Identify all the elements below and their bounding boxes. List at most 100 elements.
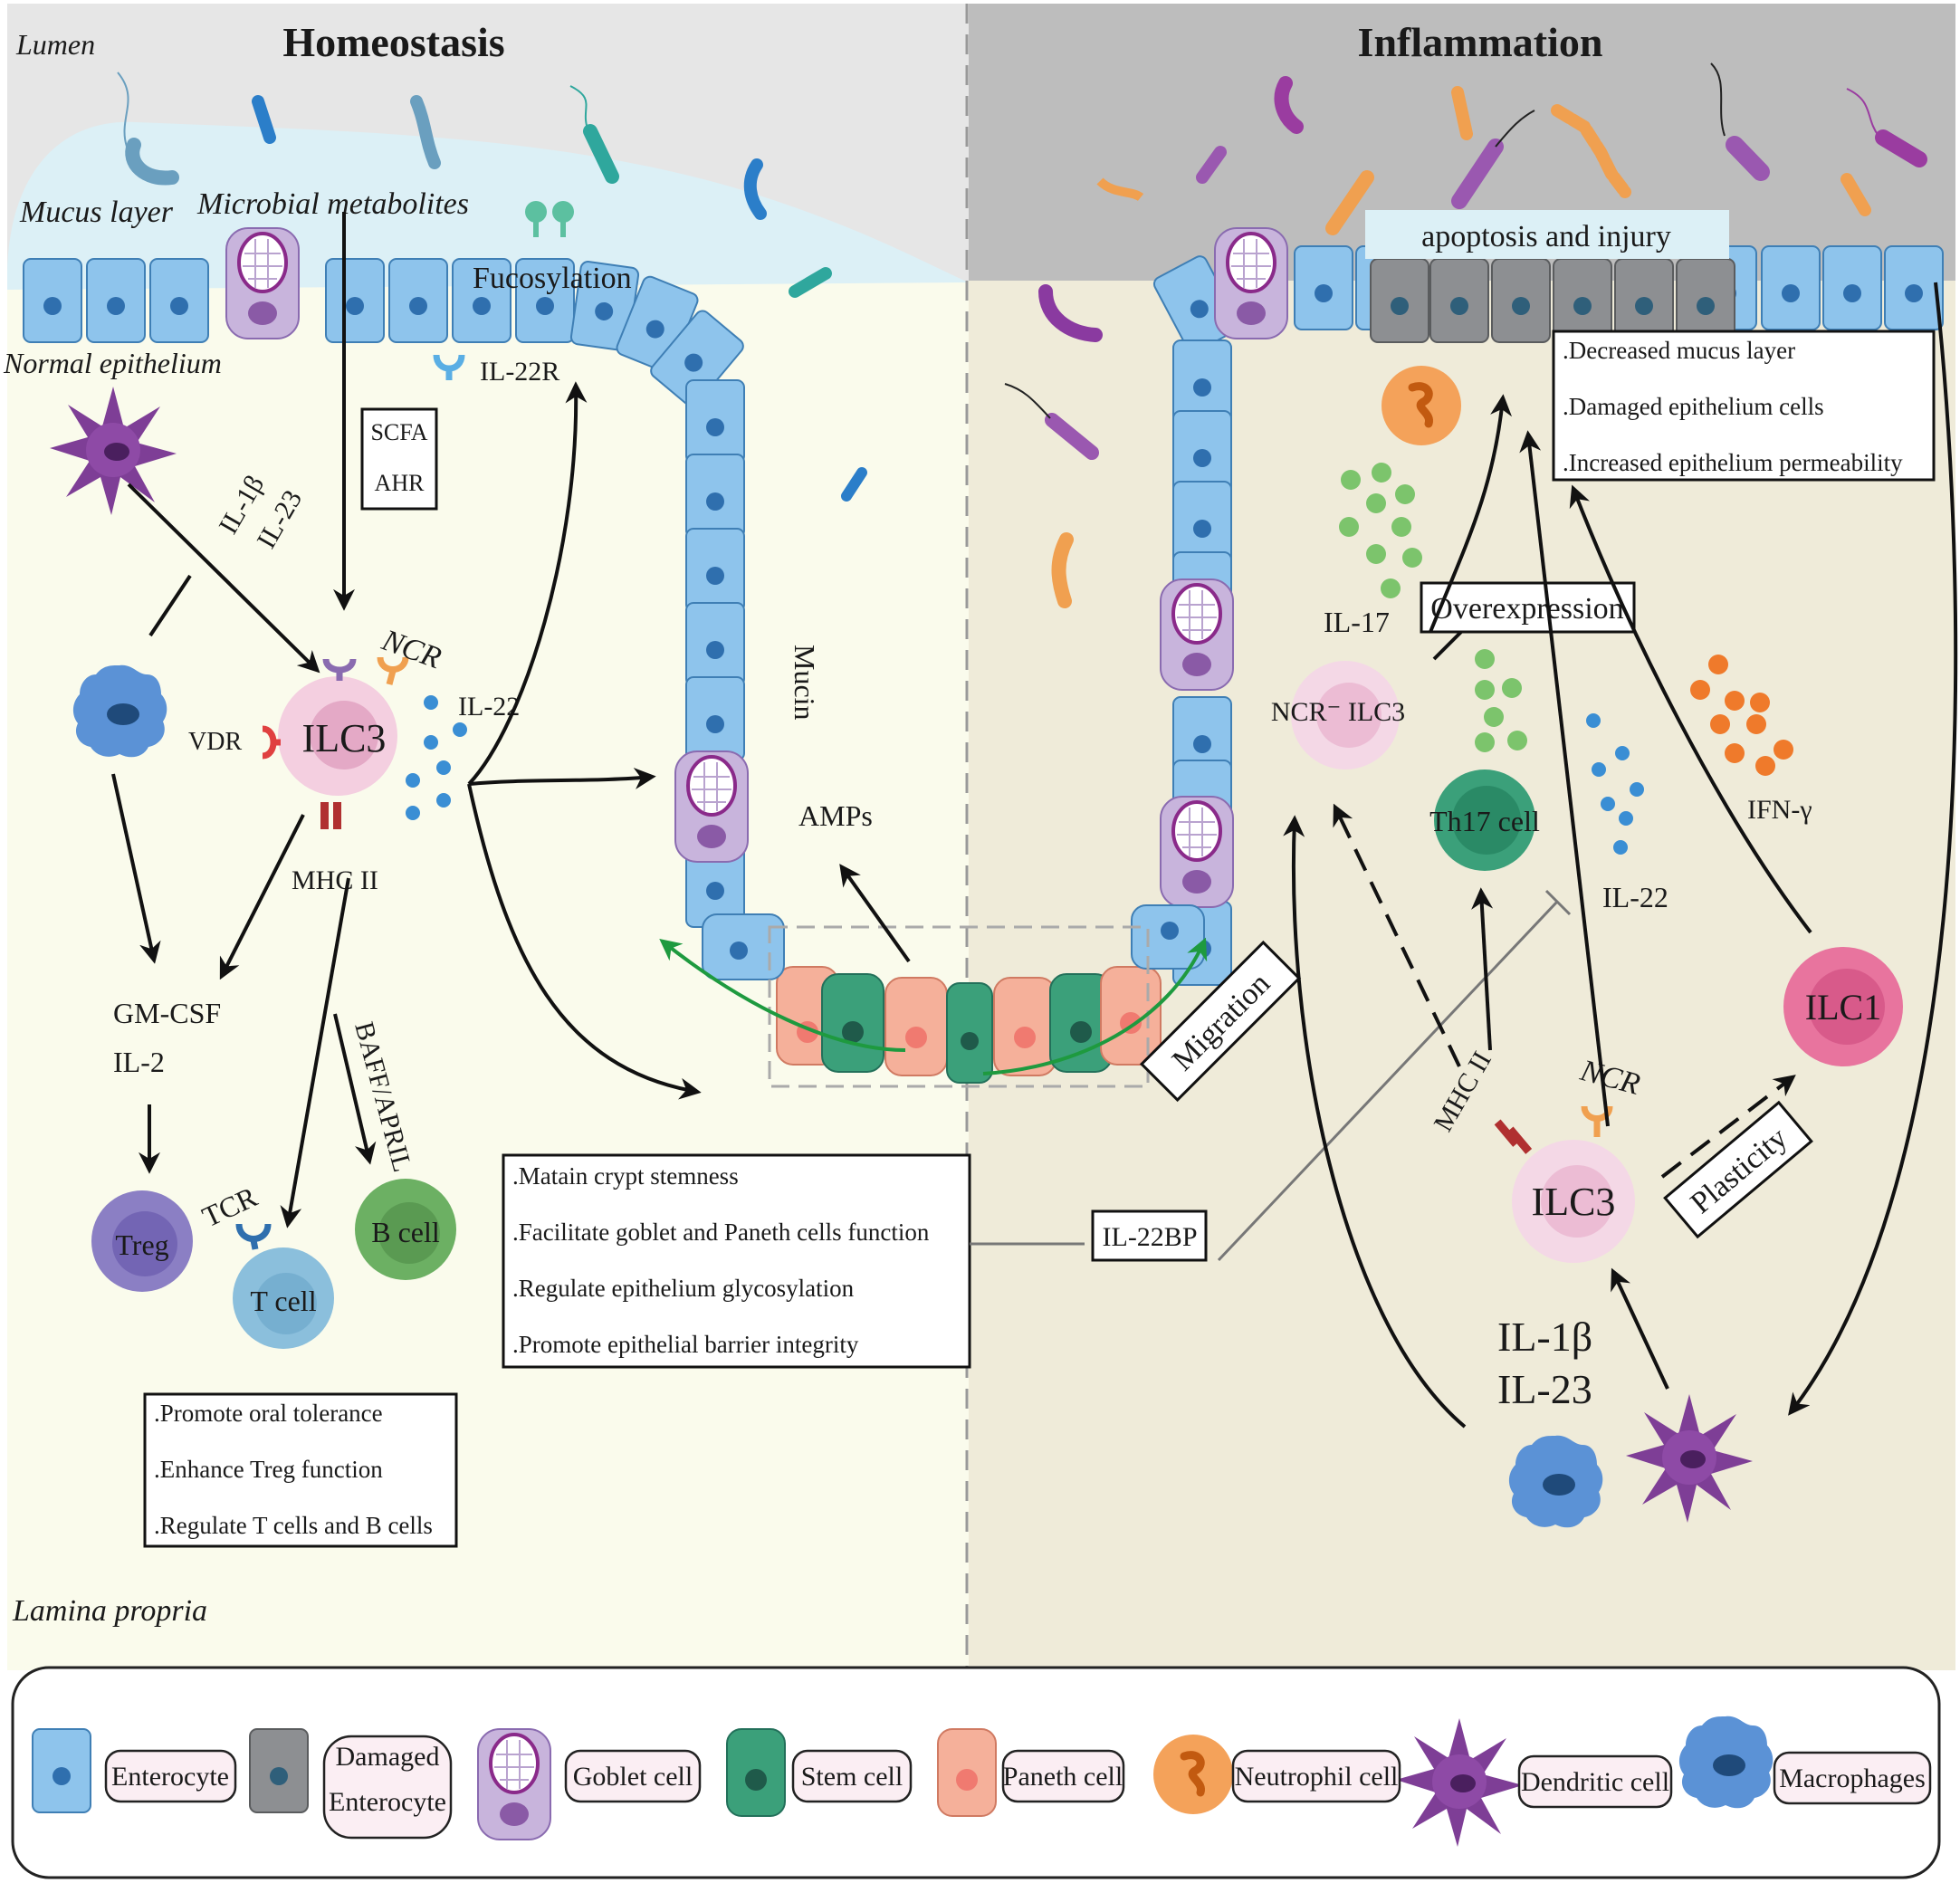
goblet-cell-crypt-left — [674, 750, 750, 864]
legend-label-neutrophil: Neutrophil cell — [1235, 1762, 1399, 1792]
legend-macrophage-icon — [1678, 1716, 1774, 1809]
il22bp-inhibition-bar — [1544, 889, 1572, 916]
overexpression-box — [1420, 581, 1636, 634]
scfa-label: SCFA — [370, 419, 427, 445]
ilc1-label: ILC1 — [1805, 987, 1881, 1028]
il22bp-inhibition — [1217, 900, 1559, 1262]
gmcsf-label: GM-CSF — [113, 997, 221, 1029]
il22-effect-2: .Facilitate goblet and Paneth cells func… — [512, 1219, 930, 1246]
il22-effect-4: .Promote epithelial barrier integrity — [512, 1331, 859, 1358]
macrophage-homeostasis — [72, 664, 167, 758]
epithelial-cell — [1761, 245, 1821, 330]
epithelial-cell — [1553, 258, 1612, 343]
il17-label: IL-17 — [1324, 606, 1390, 638]
il22r-receptor — [433, 354, 465, 380]
ahr-label: AHR — [375, 470, 425, 496]
plasticity-box — [1663, 1100, 1813, 1239]
ifng-label: IFN-γ — [1747, 795, 1812, 825]
vdr-label: VDR — [188, 728, 242, 756]
goblet-cell-crypt-right-2 — [1159, 795, 1235, 909]
th17-cell — [1434, 769, 1535, 871]
epithelial-cell — [685, 379, 745, 464]
legend-label-goblet-cell: Goblet cell — [573, 1762, 693, 1792]
epithelial-cell — [1294, 245, 1353, 330]
epithelial-cell — [1429, 258, 1489, 343]
il22r-label: IL-22R — [480, 357, 559, 387]
epithelial-cell — [685, 528, 745, 613]
ncr-minus-ilc3-label: NCR⁻ ILC3 — [1271, 697, 1405, 727]
il22bp-box — [1091, 1209, 1208, 1262]
tolerance-effect-3: .Regulate T cells and B cells — [154, 1512, 433, 1539]
migration-arrow-left — [659, 939, 906, 1052]
b-cell — [355, 1179, 456, 1280]
il22-effects-box — [502, 1153, 971, 1369]
bacteria-inflammation — [1004, 62, 1927, 608]
legend-paneth-cell-icon — [937, 1728, 997, 1817]
tolerance-effect-1: .Promote oral tolerance — [154, 1400, 383, 1427]
epithelial-cell — [86, 258, 146, 343]
mucus-label: Mucus layer — [19, 196, 174, 229]
homeostasis-title: Homeostasis — [282, 19, 504, 65]
treg-label: Treg — [115, 1228, 168, 1261]
epithelial-cell — [685, 454, 745, 539]
epithelial-cell — [325, 258, 385, 343]
homeostasis-arrows — [111, 212, 911, 1228]
inflammation-title: Inflammation — [1358, 19, 1603, 65]
epithelial-cell — [685, 676, 745, 761]
legend-neutrophil-icon — [1153, 1735, 1233, 1814]
damage-effect-2: .Damaged epithelium cells — [1563, 393, 1824, 420]
ilc3-label-homeostasis: ILC3 — [302, 716, 387, 760]
microbial-metabolites-label: Microbial metabolites — [196, 187, 469, 221]
damage-effect-3: .Increased epithelium permeability — [1563, 449, 1903, 476]
mhc2-label-homeostasis: MHC II — [292, 865, 378, 895]
amps-label: AMPs — [798, 799, 873, 832]
il22-effect-1: .Matain crypt stemness — [512, 1162, 739, 1190]
epithelial-cell — [1884, 245, 1944, 330]
il1b-label-inflammation: IL-1β — [1497, 1314, 1592, 1360]
epithelial-cell — [1491, 258, 1551, 343]
legend-label-dendritic-cell: Dendritic cell — [1521, 1767, 1669, 1797]
goblet-cell-top-left — [225, 226, 301, 340]
goblet-cell-top-right — [1213, 226, 1289, 340]
migration-box — [1139, 940, 1302, 1103]
epithelial-cell — [685, 602, 745, 687]
apoptosis-label: apoptosis and injury — [1421, 220, 1671, 253]
bacteria-homeostasis — [117, 72, 867, 502]
overexpression-label: Overexpression — [1430, 592, 1623, 626]
bcell-label: B cell — [371, 1216, 440, 1248]
legend-icons — [32, 1716, 1774, 1847]
th17-label: Th17 cell — [1429, 805, 1540, 837]
neutrophil-inflammation — [1382, 366, 1461, 445]
tcell-label: T cell — [250, 1285, 316, 1317]
legend-label-paneth-cell: Paneth cell — [1003, 1762, 1123, 1792]
damage-effect-1: .Decreased mucus layer — [1563, 337, 1795, 364]
treg-cell — [91, 1190, 193, 1292]
legend-label-stem-cell: Stem cell — [801, 1762, 903, 1792]
ilc3-label-inflammation: ILC3 — [1532, 1180, 1616, 1224]
il22bp-label: IL-22BP — [1103, 1222, 1198, 1252]
epithelial-cell — [1614, 258, 1674, 343]
epithelial-cell — [1676, 258, 1735, 343]
legend-label-macrophages: Macrophages — [1779, 1764, 1926, 1793]
ilc3-cell-inflammation — [1494, 1105, 1635, 1263]
epithelial-cell — [1822, 245, 1882, 330]
mucin-label: Mucin — [789, 645, 821, 721]
ilc3-cell-homeostasis — [262, 656, 409, 829]
legend-label-enterocyte: Enterocyte — [111, 1762, 229, 1792]
legend-stem-cell-icon — [726, 1728, 786, 1817]
scfa-ahr-box — [360, 407, 438, 511]
fucosylation-label: Fucosylation — [473, 262, 632, 295]
ifng-dots — [1690, 655, 1793, 776]
il22-dots-homeostasis — [406, 695, 467, 820]
t-cell — [233, 1223, 334, 1349]
epithelial-cell — [1370, 258, 1429, 343]
tolerance-effect-2: .Enhance Treg function — [154, 1456, 383, 1483]
normal-epithelium-label: Normal epithelium — [3, 347, 222, 379]
legend-goblet-cell-icon — [476, 1727, 552, 1841]
epithelial-cell — [388, 258, 448, 343]
il17-dots — [1339, 463, 1422, 598]
inflammation-arrows — [1283, 282, 1958, 1429]
macrophage-inflammation — [1508, 1435, 1603, 1528]
legend-damaged-enterocyte-icon — [249, 1728, 309, 1813]
